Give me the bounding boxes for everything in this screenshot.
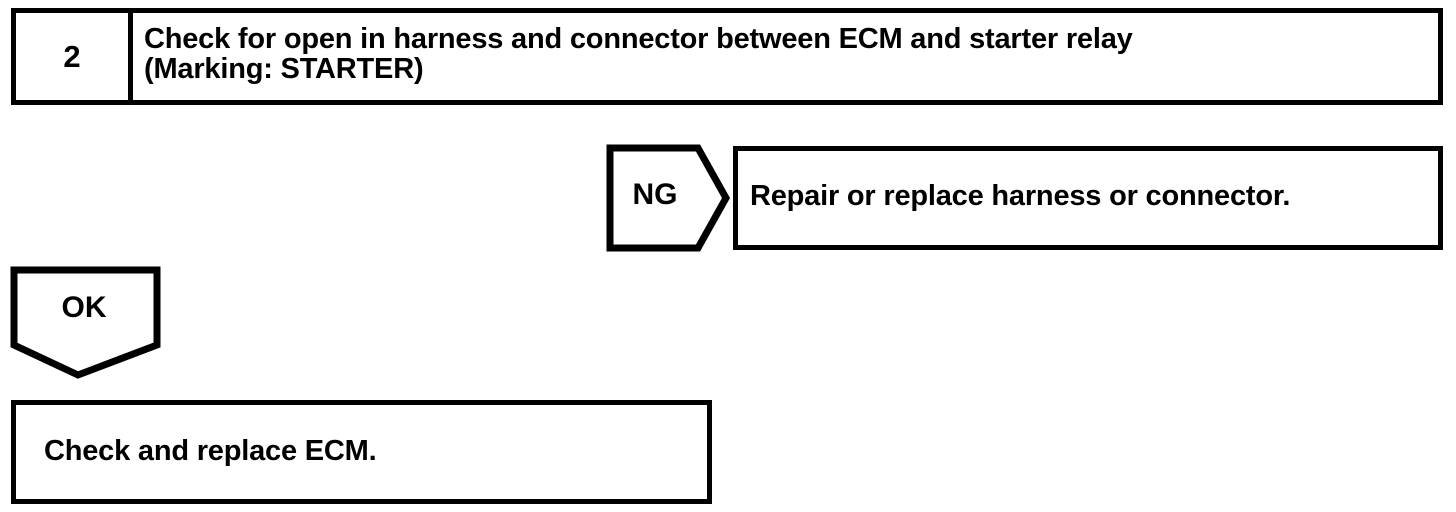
step-number-cell: 2 bbox=[16, 13, 133, 100]
ok-branch-arrow bbox=[8, 265, 163, 380]
ng-branch-label: NG bbox=[632, 178, 678, 211]
ng-branch-arrow bbox=[605, 143, 731, 253]
step-instruction-line-2: (Marking: STARTER) bbox=[144, 53, 424, 85]
step-instruction-line-1: Check for open in harness and connector … bbox=[144, 23, 1133, 55]
ok-arrow-shape bbox=[10, 266, 161, 379]
ng-arrow-shape bbox=[606, 144, 731, 252]
ng-result-text: Repair or replace harness or connector. bbox=[750, 180, 1291, 212]
ng-result-box bbox=[733, 146, 1443, 250]
step-instruction-cell: Check for open in harness and connector … bbox=[133, 13, 1438, 100]
ok-result-box bbox=[11, 400, 712, 504]
step-header-box: 2 Check for open in harness and connecto… bbox=[11, 8, 1443, 105]
ok-branch-label: OK bbox=[61, 291, 107, 324]
step-number: 2 bbox=[63, 39, 81, 74]
ok-result-text: Check and replace ECM. bbox=[44, 435, 377, 467]
